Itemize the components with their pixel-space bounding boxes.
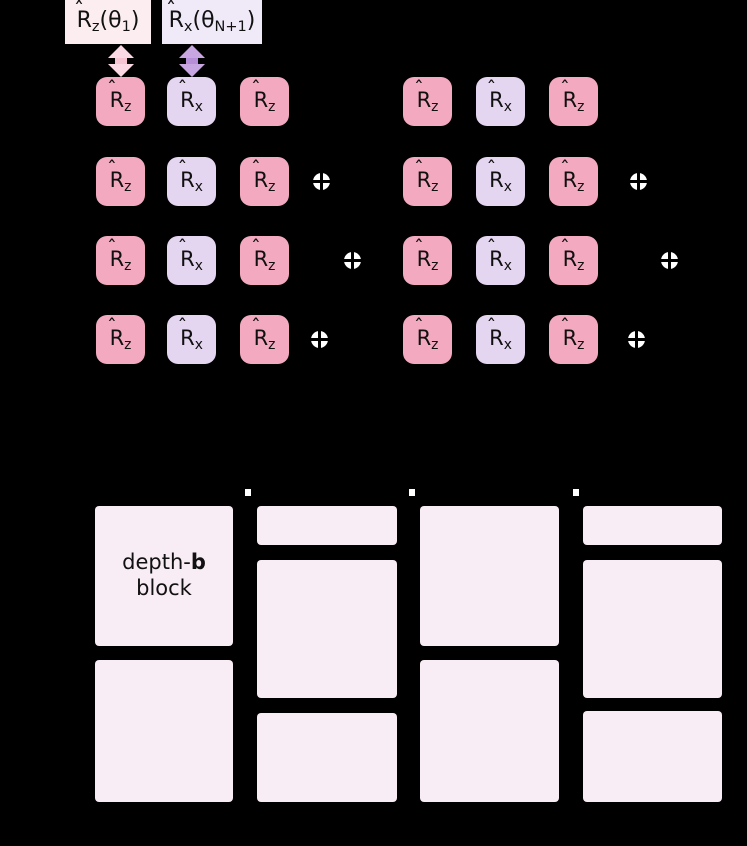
gate-label: ̂Rz [416,247,439,274]
gate-right-row2-col3-rz[interactable]: ̂Rz [549,157,598,206]
gate-row1-col2-rx[interactable]: ̂Rx [167,77,216,126]
depth-b-block[interactable]: depth-b block [95,506,233,646]
col2-top-block[interactable] [257,506,397,545]
gate-row3-col1-rz[interactable]: ̂Rz [96,236,145,285]
gate-label: ̂Rx [489,168,512,195]
gate-label: ̂Rx [489,247,512,274]
col3-bottom-block[interactable] [420,660,559,802]
gate-label: ̂Rx [180,247,203,274]
col2-middle-block[interactable] [257,560,397,698]
callout-rx-theta-n-plus-1: ̂Rx(θN+1) [162,0,262,44]
gate-right-row4-col1-rz[interactable]: ̂Rz [403,315,452,364]
gate-row2-col3-rz[interactable]: ̂Rz [240,157,289,206]
depth-b-bold: b [190,550,206,575]
depth-b-prefix: depth- [122,550,191,575]
col2-bottom-block[interactable] [257,713,397,802]
gate-right-row1-col1-rz[interactable]: ̂Rz [403,77,452,126]
col4-bottom-block[interactable] [583,711,722,802]
gate-label: ̂Rz [109,326,132,353]
gate-label: ̂Rz [416,168,439,195]
gate-label: ̂Rx [180,326,203,353]
gate-right-row3-col3-rz[interactable]: ̂Rz [549,236,598,285]
gate-label: ̂Rz [562,88,585,115]
callout-rz-theta-1: ̂Rz(θ1) [65,0,151,44]
gate-row4-col3-rz[interactable]: ̂Rz [240,315,289,364]
gate-label: ̂Rz [253,168,276,195]
gate-label: ̂Rx [180,88,203,115]
col3-top-block[interactable] [420,506,559,646]
gate-row4-col2-rx[interactable]: ̂Rx [167,315,216,364]
depth-b-block-label: depth-b block [122,550,206,601]
gate-row2-col1-rz[interactable]: ̂Rz [96,157,145,206]
gate-right-row3-col1-rz[interactable]: ̂Rz [403,236,452,285]
gate-row1-col3-rz[interactable]: ̂Rz [240,77,289,126]
depth-b-line2: block [136,576,192,600]
gate-row3-col2-rx[interactable]: ̂Rx [167,236,216,285]
gate-row1-col1-rz[interactable]: ̂Rz [96,77,145,126]
separator-dot-3 [573,489,579,496]
gate-label: ̂Rz [562,247,585,274]
gate-label: ̂Rz [562,326,585,353]
arrow-rz-callout-to-gate [108,45,134,77]
gate-label: ̂Rz [253,326,276,353]
gate-label: ̂Rx [180,168,203,195]
gate-right-row2-col1-rz[interactable]: ̂Rz [403,157,452,206]
gate-right-row4-col3-rz[interactable]: ̂Rz [549,315,598,364]
gate-right-row2-col2-rx[interactable]: ̂Rx [476,157,525,206]
gate-label: ̂Rx [489,88,512,115]
gate-label: ̂Rz [109,247,132,274]
cnot-target-left-row3[interactable] [344,252,361,269]
cnot-target-right-row3[interactable] [661,252,678,269]
cnot-target-left-row2[interactable] [313,173,330,190]
separator-dot-1 [245,489,251,496]
gate-right-row3-col2-rx[interactable]: ̂Rx [476,236,525,285]
gate-right-row4-col2-rx[interactable]: ̂Rx [476,315,525,364]
callout-rx-theta-n-plus-1-text: ̂Rx(θN+1) [168,7,256,35]
separator-dot-2 [409,489,415,496]
gate-label: ̂Rz [109,168,132,195]
arrow-rx-callout-to-gate [179,45,205,77]
cnot-target-right-row4[interactable] [628,331,645,348]
gate-right-row1-col2-rx[interactable]: ̂Rx [476,77,525,126]
gate-label: ̂Rz [253,247,276,274]
gate-label: ̂Rz [562,168,585,195]
col1-lower-block[interactable] [95,660,233,802]
gate-label: ̂Rx [489,326,512,353]
gate-label: ̂Rz [253,88,276,115]
gate-label: ̂Rz [416,326,439,353]
gate-row4-col1-rz[interactable]: ̂Rz [96,315,145,364]
gate-label: ̂Rz [416,88,439,115]
callout-rz-theta-1-text: ̂Rz(θ1) [76,7,140,35]
gate-label: ̂Rz [109,88,132,115]
cnot-target-left-row4[interactable] [311,331,328,348]
cnot-target-right-row2[interactable] [630,173,647,190]
col4-top-block[interactable] [583,506,722,545]
col4-middle-block[interactable] [583,560,722,698]
gate-row2-col2-rx[interactable]: ̂Rx [167,157,216,206]
gate-row3-col3-rz[interactable]: ̂Rz [240,236,289,285]
gate-right-row1-col3-rz[interactable]: ̂Rz [549,77,598,126]
